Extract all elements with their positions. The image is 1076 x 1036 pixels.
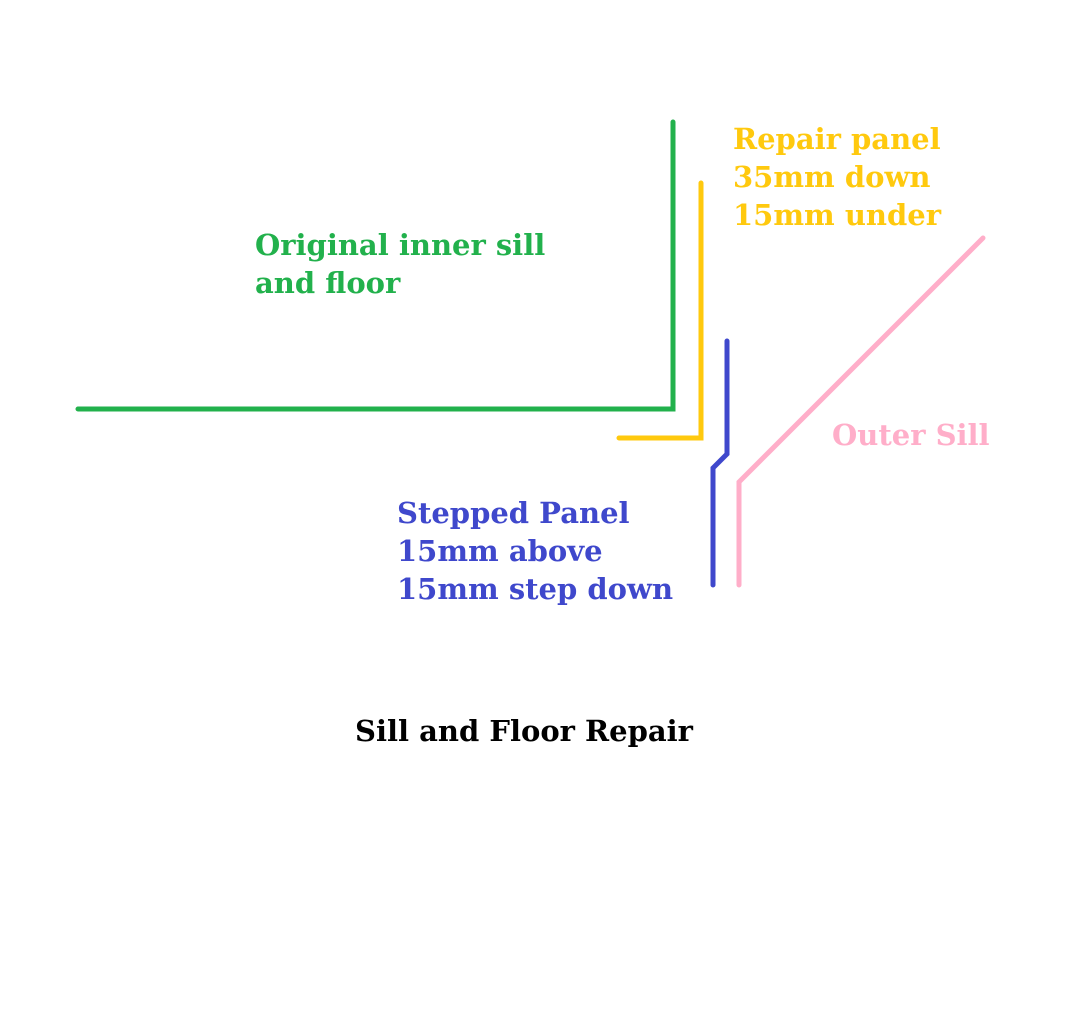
original-inner-sill-line (75, 119, 676, 412)
repair-panel-line (616, 180, 704, 441)
diagram-title: Sill and Floor Repair (355, 714, 693, 748)
original-label-line-2: and floor (255, 266, 401, 300)
stepped-label-line-1: Stepped Panel (397, 496, 630, 530)
outer-label-line-1: Outer Sill (832, 418, 990, 452)
stepped-label-line-2: 15mm above (397, 534, 603, 568)
repair-label-line-3: 15mm under (733, 198, 941, 232)
stepped-panel-label: Stepped Panel 15mm above 15mm step down (397, 494, 673, 608)
stepped-label-line-3: 15mm step down (397, 572, 674, 606)
original-inner-sill-label: Original inner sill and floor (255, 226, 545, 302)
repair-panel-label: Repair panel 35mm down 15mm under (733, 120, 941, 234)
repair-label-line-1: Repair panel (733, 122, 941, 156)
outer-sill-label: Outer Sill (832, 416, 990, 454)
stepped-panel-line (710, 338, 730, 588)
outer-sill-line (736, 235, 986, 588)
repair-label-line-2: 35mm down (733, 160, 931, 194)
original-label-line-1: Original inner sill (255, 228, 546, 262)
